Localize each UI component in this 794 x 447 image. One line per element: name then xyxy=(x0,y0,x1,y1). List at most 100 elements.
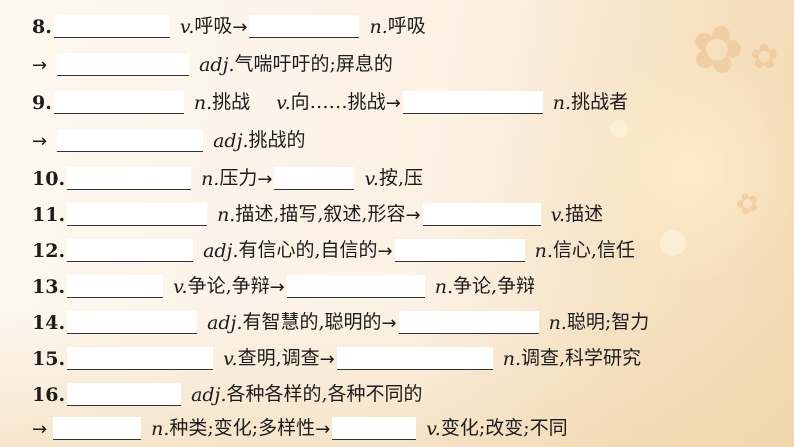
answer-blank[interactable] xyxy=(67,311,198,334)
meaning: 按,压 xyxy=(378,167,424,189)
vocab-row-16: 16. adj. 各种各样的,各种不同的 xyxy=(32,380,423,406)
answer-blank[interactable] xyxy=(53,417,142,440)
answer-blank[interactable] xyxy=(422,203,541,226)
part-of-speech: adj. xyxy=(203,240,239,262)
part-of-speech: v. xyxy=(179,16,195,38)
item-number: 11. xyxy=(32,204,66,226)
meaning: 查明,调查 xyxy=(237,347,320,369)
part-of-speech: adj. xyxy=(199,54,235,76)
arrow: → xyxy=(269,277,285,298)
part-of-speech: n. xyxy=(369,16,388,38)
vocab-row-16-cont: → n. 种类;变化;多样性 → v. 变化;改变;不同 xyxy=(32,414,568,440)
item-number: 9. xyxy=(32,92,52,114)
answer-blank[interactable] xyxy=(67,347,214,370)
arrow: → xyxy=(319,349,335,370)
vocab-row-8-cont: → adj. 气喘吁吁的;屏息的 xyxy=(32,50,393,76)
vocab-row-13: 13. v. 争论,争辩 → n. 争论,争辩 xyxy=(32,272,535,298)
item-number: 10. xyxy=(32,168,66,190)
part-of-speech: v. xyxy=(173,276,188,298)
arrow: → xyxy=(385,93,401,114)
meaning: 向……挑战 xyxy=(290,91,386,113)
answer-blank[interactable] xyxy=(67,167,192,190)
arrow: → xyxy=(32,131,48,152)
answer-blank[interactable] xyxy=(274,167,355,190)
part-of-speech: n. xyxy=(201,168,220,190)
vocab-row-8: 8. v. 呼吸 → n. 呼吸 xyxy=(32,12,426,38)
item-number: 16. xyxy=(32,384,66,406)
part-of-speech: n. xyxy=(151,418,170,440)
meaning: 种类;变化;多样性 xyxy=(169,417,316,439)
meaning: 气喘吁吁的;屏息的 xyxy=(234,53,393,75)
answer-blank[interactable] xyxy=(67,239,194,262)
part-of-speech: n. xyxy=(193,92,213,114)
arrow: → xyxy=(32,55,48,76)
meaning: 聪明;智力 xyxy=(566,311,650,333)
item-number: 15. xyxy=(32,348,66,370)
arrow: → xyxy=(257,169,273,190)
vocab-row-15: 15. v. 查明,调查 → n. 调查,科学研究 xyxy=(32,344,641,370)
answer-blank[interactable] xyxy=(394,239,525,262)
vocab-row-9: 9. n. 挑战 v. 向……挑战 → n. 挑战者 xyxy=(32,88,628,114)
meaning: 各种各样的,各种不同的 xyxy=(226,383,423,405)
meaning: 挑战的 xyxy=(248,129,306,151)
answer-blank[interactable] xyxy=(398,311,539,334)
meaning: 压力 xyxy=(219,167,258,189)
bokeh-dot xyxy=(660,230,686,256)
part-of-speech: v. xyxy=(223,348,238,370)
part-of-speech: n. xyxy=(434,276,454,298)
part-of-speech: adj. xyxy=(207,312,243,334)
item-number: 14. xyxy=(32,312,66,334)
meaning: 变化;改变;不同 xyxy=(440,417,568,439)
vocab-row-12: 12. adj. 有信心的,自信的 → n. 信心,信任 xyxy=(32,236,635,262)
decorative-flower-icon: ✿ xyxy=(750,37,779,77)
meaning: 有信心的,自信的 xyxy=(238,239,378,261)
item-number: 13. xyxy=(32,276,66,298)
meaning: 描述 xyxy=(565,203,604,225)
answer-blank[interactable] xyxy=(402,91,543,114)
meaning: 信心,信任 xyxy=(552,239,635,261)
part-of-speech: v. xyxy=(364,168,379,190)
answer-blank[interactable] xyxy=(336,347,493,370)
item-number: 8. xyxy=(32,16,52,38)
vocab-row-14: 14. adj. 有智慧的,聪明的 → n. 聪明;智力 xyxy=(32,308,649,334)
meaning: 呼吸 xyxy=(194,15,233,37)
vocab-row-10: 10. n. 压力 → v. 按,压 xyxy=(32,164,423,190)
part-of-speech: v. xyxy=(550,204,566,226)
bokeh-dot xyxy=(610,120,628,138)
meaning: 呼吸 xyxy=(387,15,426,37)
arrow: → xyxy=(405,205,421,226)
meaning: 争论,争辩 xyxy=(453,275,536,297)
part-of-speech: n. xyxy=(502,348,522,370)
part-of-speech: v. xyxy=(276,92,291,114)
meaning: 有智慧的,聪明的 xyxy=(242,311,382,333)
answer-blank[interactable] xyxy=(67,383,182,406)
meaning: 挑战 xyxy=(212,91,251,113)
meaning: 争论,争辩 xyxy=(187,275,270,297)
vocab-row-9-cont: → adj. 挑战的 xyxy=(32,126,306,152)
answer-blank[interactable] xyxy=(249,15,360,38)
part-of-speech: adj. xyxy=(191,384,227,406)
part-of-speech: n. xyxy=(534,240,553,262)
answer-blank[interactable] xyxy=(53,91,184,114)
answer-blank[interactable] xyxy=(67,203,208,226)
answer-blank[interactable] xyxy=(67,275,164,298)
answer-blank[interactable] xyxy=(57,129,204,152)
answer-blank[interactable] xyxy=(332,417,417,440)
arrow: → xyxy=(315,419,331,440)
arrow: → xyxy=(381,313,397,334)
item-number: 12. xyxy=(32,240,66,262)
answer-blank[interactable] xyxy=(53,15,170,38)
part-of-speech: adj. xyxy=(213,130,249,152)
vocab-row-11: 11. n. 描述,描写,叙述,形容 → v. 描述 xyxy=(32,200,603,226)
part-of-speech: n. xyxy=(217,204,236,226)
meaning: 挑战者 xyxy=(571,91,629,113)
meaning: 调查,科学研究 xyxy=(521,347,642,369)
arrow: → xyxy=(377,241,393,262)
meaning: 描述,描写,叙述,形容 xyxy=(235,203,406,225)
part-of-speech: n. xyxy=(552,92,572,114)
part-of-speech: n. xyxy=(548,312,567,334)
arrow: → xyxy=(232,17,248,38)
arrow: → xyxy=(32,419,48,440)
answer-blank[interactable] xyxy=(57,53,190,76)
answer-blank[interactable] xyxy=(286,275,425,298)
